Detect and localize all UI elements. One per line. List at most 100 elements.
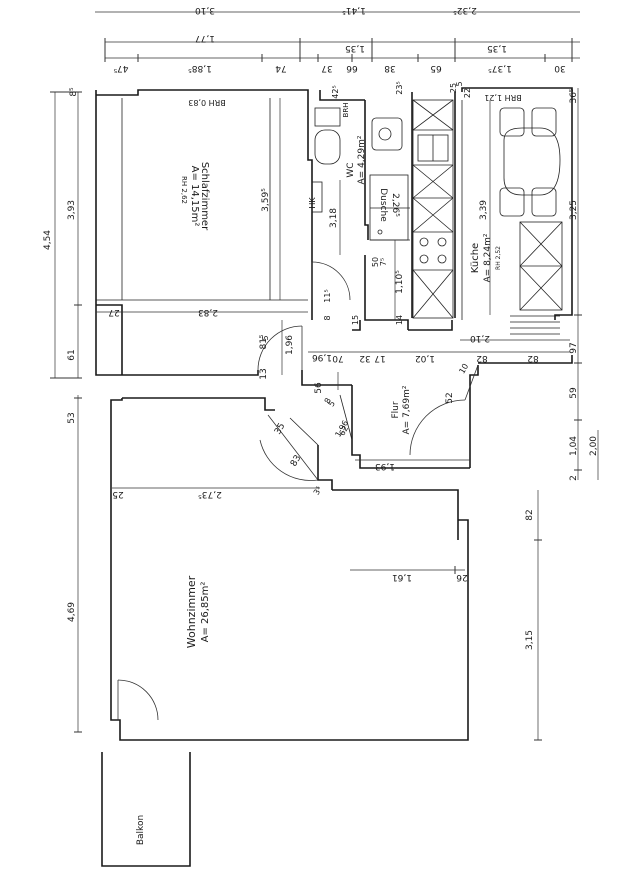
dim-inner-17: 13 [259,368,269,379]
dim-right-5: 2,00 [589,436,599,456]
dim-inner-21: 15 [351,315,360,325]
dim-top-row3-4: 66 [346,63,358,73]
dining-table-icon [499,107,561,217]
dim-right-8: 3,15 [525,630,535,650]
wc-area: A= 4,29m² [357,135,367,184]
dim-inner-18: 1,10⁵ [395,270,405,294]
dim-top-row3-1: 1,88⁵ [188,63,212,73]
dim-inner-26: 83 [289,454,303,469]
dim-top-row1-1: 1,41⁵ [342,5,366,15]
dim-inner-34: 5 [455,81,464,86]
dim-inner-30: 1,61 [392,572,412,582]
dim-top-row3-2: 74 [275,63,287,73]
schlafzimmer-brh: BRH 0,83 [188,98,225,107]
dim-right-0: 36⁵ [569,88,579,103]
dim-inner-22: 14 [395,315,404,325]
dim-inner-23: 56 [314,382,324,394]
dim-right-2: 97 [569,342,579,353]
dim-inner-24: 35 [273,422,287,437]
schlafzimmer-area: A= 14,15m² [189,166,200,227]
schlafzimmer-rh: RH 2,62 [180,176,188,204]
dim-inner-20: 8 [323,315,332,320]
hk-label: HK [308,197,317,209]
dim-top-row1-0: 3,10 [195,5,215,15]
dim-inner-43: 8 [323,396,333,405]
dim-inner-27: 3⁵ [312,485,324,497]
kueche-area: A= 8,24m² [483,233,493,282]
dim-top-row3-8: 30 [554,63,566,73]
dim-left-3: 61 [67,349,77,360]
dim-top-row3-7: 1,37⁵ [488,63,512,73]
dim-inner-29: 1,93 [375,461,395,471]
room-labels: Schlafzimmer A= 14,15m² RH 2,62 BRH 0,83… [136,93,522,845]
right-dimension-labels: 36⁵ 3,25 97 59 1,04 2,00 2 82 3,15 [525,88,599,650]
dim-left-5: 4,69 [67,602,77,622]
dim-inner-32: 52 [445,392,455,403]
wc-fixtures [311,107,409,241]
dim-inner-15: 82 [527,353,538,363]
dim-inner-35: 22 [463,88,472,98]
top-dimension-labels: 3,10 1,41⁵ 2,32⁵ 1,77 1,35 1,35 47⁵ 1,88… [113,5,566,73]
dim-right-3: 59 [569,387,579,399]
dim-inner-0: 3,59⁵ [261,188,271,212]
dim-top-row3-5: 38 [384,63,396,73]
kueche-brh: BRH 1,21 [484,93,521,102]
wc-name: WC [346,162,356,177]
dim-right-1: 3,25 [569,200,579,220]
wohnzimmer-name: Wohnzimmer [185,575,198,648]
radiator-icon [510,315,560,335]
dim-inner-12: 17 [374,353,385,363]
dim-top-row1-2: 2,32⁵ [453,5,477,15]
dim-inner-6: 3,39 [479,200,489,220]
schlafzimmer-name: Schlafzimmer [199,162,210,231]
flur-area: A= 7,69m² [402,385,412,434]
kitchen-right-cabinets [510,221,563,335]
dim-left-4: 53 [67,412,77,423]
exterior-walls [95,87,573,867]
dim-inner-40: 7⁵ [379,258,388,266]
dim-left-0: 8⁵ [69,87,79,97]
dim-inner-36: 23⁵ [395,81,404,94]
dim-inner-3: 25 [112,489,123,499]
dim-inner-25: 5 [327,399,337,408]
dim-left-1: 4,54 [43,230,53,250]
dim-inner-9: 1,96 [285,335,295,355]
flur-name: Flur [391,401,401,418]
dim-right-6: 2 [569,475,579,481]
dim-inner-39: 50 [371,257,380,267]
dim-inner-16: 81⁵ [259,334,269,349]
dim-inner-28: 62 [337,424,350,437]
dim-inner-31: 26 [456,572,468,582]
wohnzimmer-area: A= 26,85m² [200,582,211,643]
dim-inner-13: 1,02 [415,353,435,363]
dim-inner-11: 32 [359,353,370,363]
dim-inner-33: 10 [457,362,470,375]
dimension-lines [50,11,599,741]
dim-top-row2-1: 1,35 [345,43,365,53]
dim-top-row2-0: 1,77 [195,33,215,43]
wc-brh: BRH [342,103,350,118]
dim-inner-42: 25 [449,83,458,93]
dim-inner-37: 42⁵ [331,85,340,98]
kitchen-counter [412,99,454,319]
dim-inner-7: 2,10 [470,333,490,343]
kueche-rh: RH 2,52 [495,246,502,270]
dim-top-row3-0: 47⁵ [113,63,128,73]
dim-right-4: 1,04 [569,436,579,456]
dim-inner-14: 82 [476,353,487,363]
dim-inner-5: 3,18 [329,208,339,228]
dim-top-row3-6: 65 [430,63,441,73]
dusche-size: 2,26⁵ [390,193,400,217]
dim-inner-10: 70 [332,353,344,363]
dusche-name: Dusche [378,188,388,222]
dim-inner-19: 11⁵ [323,289,332,302]
dim-inner-8: 1,96 [312,352,332,362]
dim-top-row3-3: 37 [321,63,332,73]
left-dimension-labels: 8⁵ 4,54 3,93 61 53 4,69 [43,87,79,622]
balkon-name: Balkon [136,815,146,845]
dim-top-row2-2: 1,35 [487,43,507,53]
kueche-name: Küche [470,243,481,273]
inner-dimension-labels: 3,59⁵ 2,83 27 25 2,73⁵ 3,18 3,39 2,10 1,… [108,81,538,582]
dim-inner-38: 5 [261,335,270,340]
